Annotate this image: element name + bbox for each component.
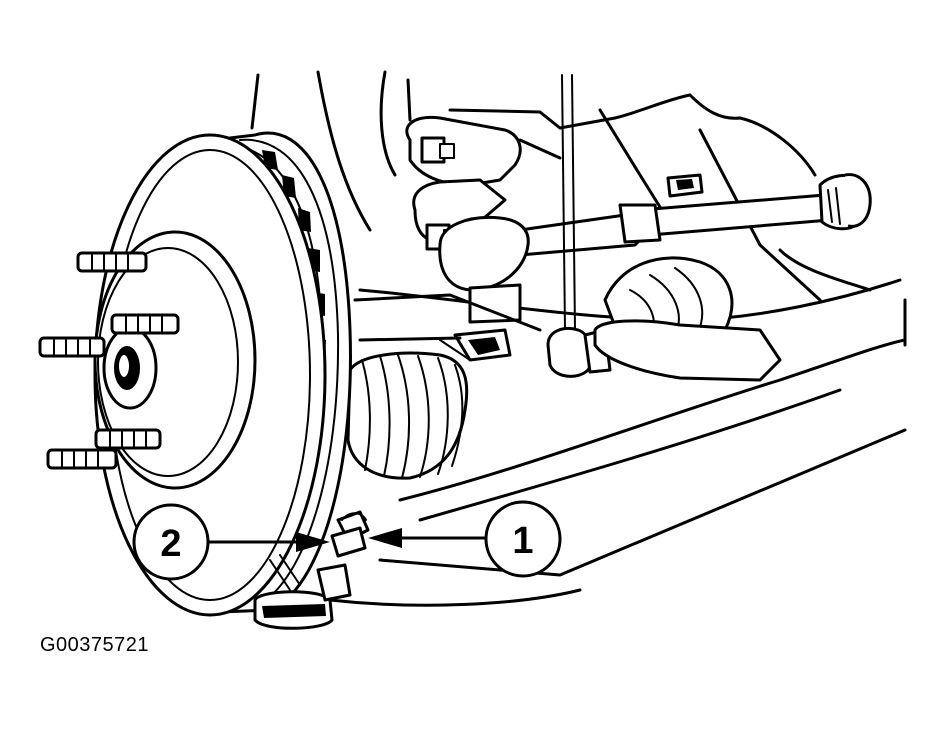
- bleeder-fitting: [330, 510, 370, 558]
- wheel-studs: [38, 251, 180, 470]
- wheel-hub: [102, 326, 158, 410]
- brake-rotor: [93, 131, 352, 617]
- callout-2: 2: [132, 503, 330, 581]
- lower-ball-joint: [253, 554, 352, 630]
- cv-boot-inner: [593, 256, 782, 382]
- callout-1-label: 1: [512, 520, 533, 562]
- cv-boot-outer: [346, 351, 469, 480]
- figure-id-label: G00375721: [40, 634, 150, 656]
- callout-1: 1: [368, 500, 562, 578]
- upper-arm: [353, 293, 542, 342]
- tie-rod-assembly: [438, 173, 872, 362]
- callout-2-label: 2: [160, 523, 181, 565]
